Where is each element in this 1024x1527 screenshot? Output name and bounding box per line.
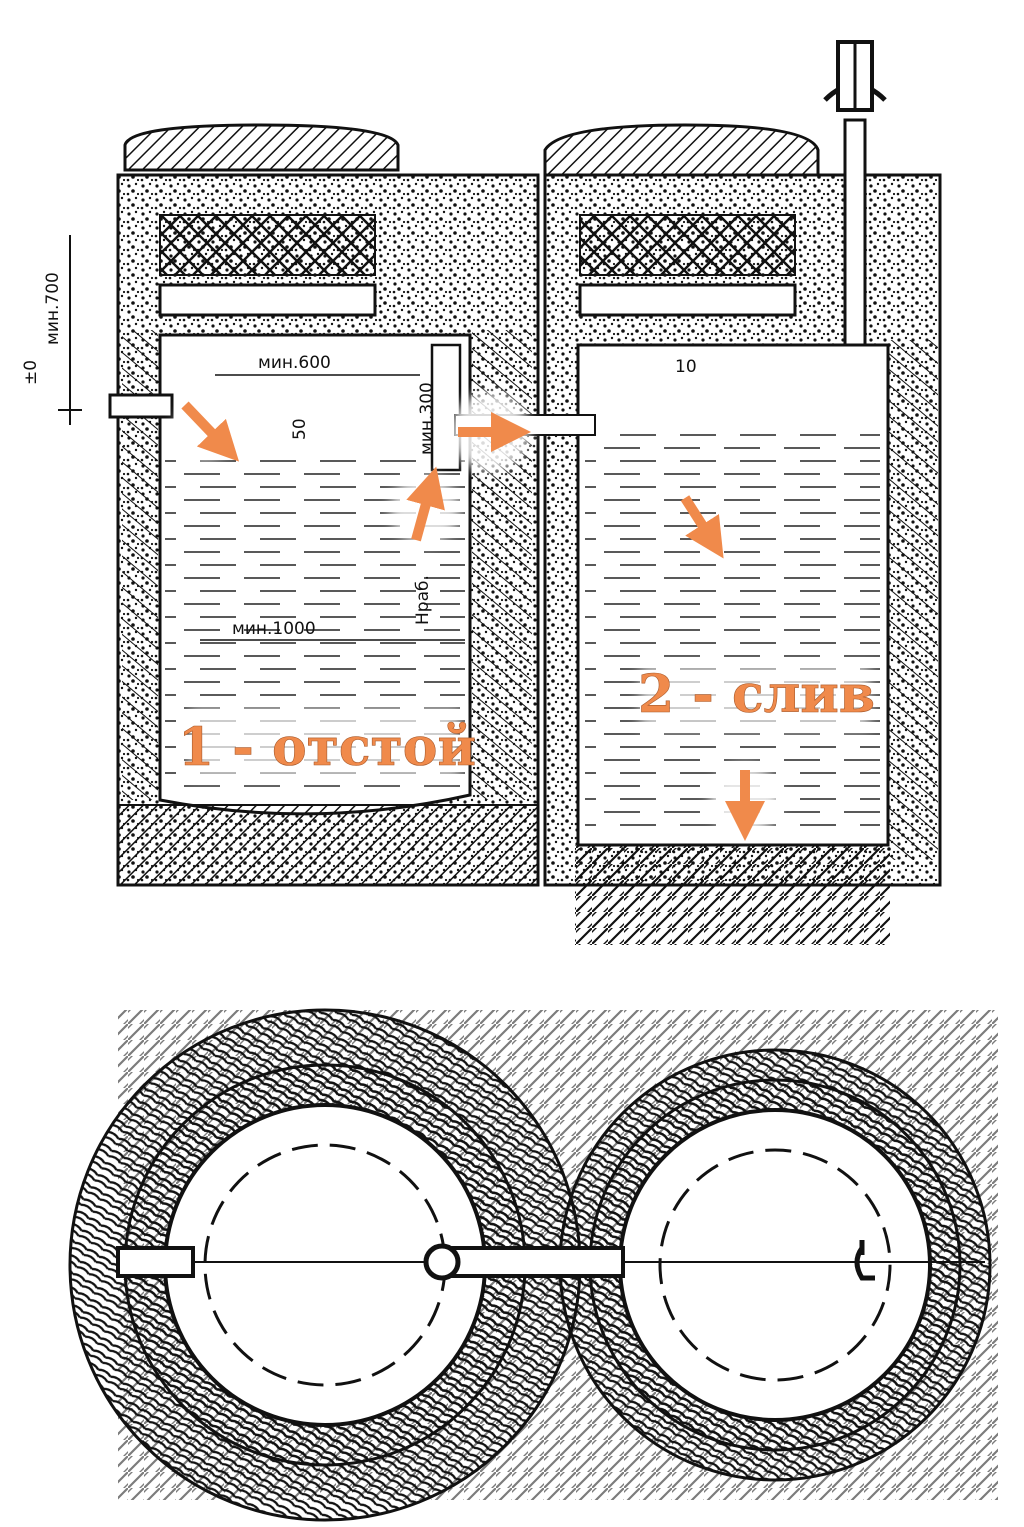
dim-50: 50 [290, 418, 310, 440]
vent-pipe [843, 118, 867, 347]
orange-arrow [680, 495, 724, 559]
inlet-pipe [108, 393, 174, 419]
plan-chamber-2-hatch [658, 1148, 892, 1382]
vent-cap-icon [823, 40, 887, 112]
plan-transfer-pipe [446, 1246, 625, 1278]
chamber-2-lid [543, 123, 820, 177]
dim-10: 10 [675, 357, 697, 377]
flow-arrows [175, 392, 780, 841]
orange-arrow [406, 466, 445, 542]
chamber-2-water [585, 430, 880, 830]
elevation-marker [58, 235, 82, 425]
dim-zero-mark: ±0 [21, 360, 41, 385]
section-view: мин.700 ±0 [21, 40, 942, 945]
plan-chamber-2-inner [618, 1108, 932, 1422]
plan-vent-icon [854, 1240, 875, 1281]
dim-min-1000: мин.1000 [232, 619, 316, 639]
orange-arrow [181, 401, 240, 462]
chamber-2-label: 2 - слив [638, 664, 875, 725]
chamber-1-bottom-slab [117, 804, 539, 886]
chamber-2-neck [578, 283, 797, 317]
plan-overflow-riser [423, 1243, 461, 1281]
dim-h-work: Hраб. [413, 575, 433, 625]
plan-inlet-pipe [116, 1246, 195, 1278]
chamber-2-drain-soil [575, 845, 890, 945]
chamber-1-lid [123, 123, 400, 172]
dim-min-700: мин.700 [43, 272, 63, 345]
dim-min-600: мин.600 [258, 353, 331, 373]
chamber-1-neck [158, 283, 377, 317]
chamber-2-insulation [579, 214, 796, 276]
chamber-2-right-wall [888, 340, 938, 860]
dim-min-300: мин.300 [417, 382, 437, 455]
plan-view [68, 1008, 998, 1522]
chamber-1-label: 1 - отстой [178, 717, 476, 778]
chamber-1-insulation [159, 214, 376, 276]
